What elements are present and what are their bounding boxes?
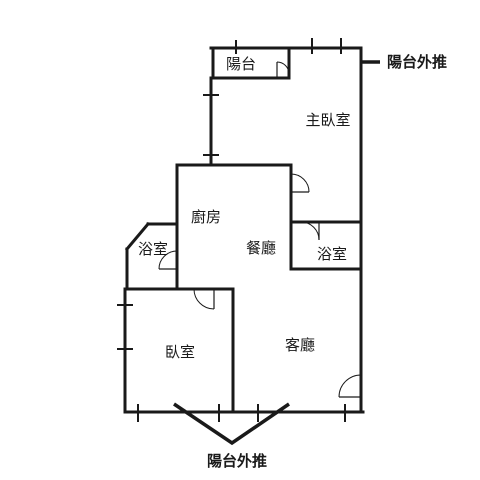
callout-top-right: 陽台外推	[387, 53, 447, 71]
room-label-bath-right: 浴室	[317, 245, 347, 263]
room-label-dining: 餐廳	[246, 239, 276, 257]
bedroom-door	[193, 288, 215, 310]
callout-bottom: 陽台外推	[207, 452, 267, 470]
bath-left-door	[158, 250, 178, 270]
master-bedroom-door	[290, 173, 310, 193]
walls	[123, 46, 365, 414]
room-label-bedroom: 臥室	[165, 343, 195, 361]
bath-left-diagonal-wall	[124, 221, 151, 252]
room-label-bath-left: 浴室	[138, 240, 168, 258]
balcony-door	[276, 61, 290, 78]
room-label-kitchen: 廚房	[191, 208, 221, 226]
entrance-door	[338, 374, 362, 398]
callouts: 陽台外推 陽台外推	[207, 53, 447, 470]
bottom-pointer	[173, 402, 290, 446]
window-ticks	[117, 38, 346, 422]
room-label-balcony: 陽台	[226, 55, 256, 73]
room-label-master-bedroom: 主臥室	[305, 111, 350, 129]
room-label-living: 客廳	[285, 336, 315, 354]
doors	[158, 61, 362, 398]
bath-right-door	[300, 221, 320, 241]
room-labels: 陽台 主臥室 廚房 餐廳 浴室 浴室 臥室 客廳	[138, 55, 351, 361]
balcony-pointers	[173, 60, 380, 446]
